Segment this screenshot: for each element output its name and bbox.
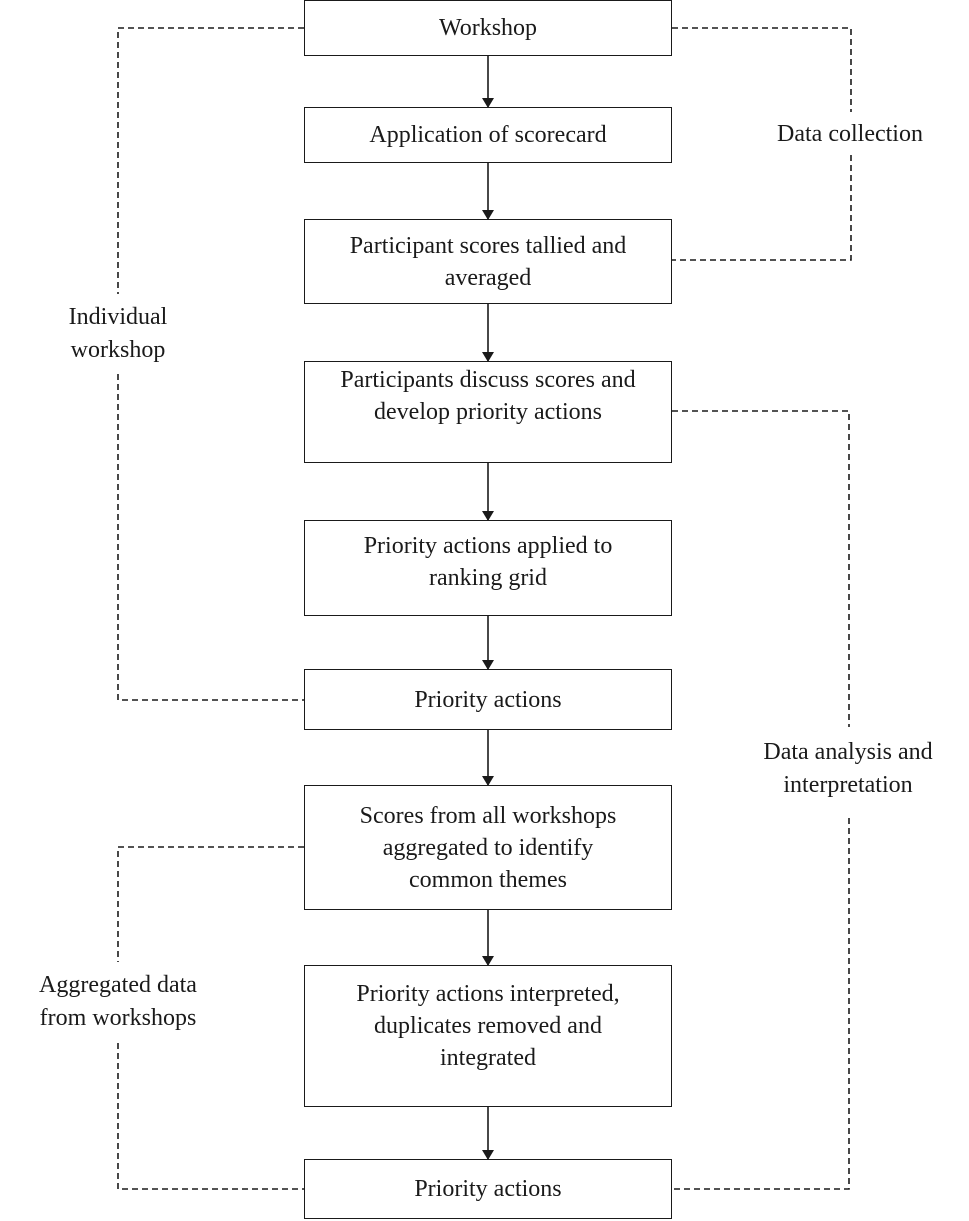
step-aggregated-line-3: common themes (409, 866, 567, 893)
step-interpreted-line-2: duplicates removed and (374, 1013, 602, 1039)
step-discuss-line-2: develop priority actions (374, 399, 602, 425)
step-tallied-line-1: Participant scores tallied and (349, 232, 627, 259)
step-application-text: Application of scorecard (369, 122, 607, 148)
bracket-individual-workshop-bottom (117, 374, 304, 701)
step-aggregated-line-1: Scores from all workshops (359, 802, 617, 829)
label-data-analysis-line-1: Data analysis and (763, 739, 933, 765)
bracket-data-analysis-bottom (672, 818, 850, 1190)
label-data-collection-line-1: Data collection (777, 121, 923, 147)
step-workshop: Workshop (304, 0, 672, 56)
bracket-data-analysis-top (672, 410, 850, 727)
step-scores-aggregated: Scores from all workshops aggregated to … (304, 785, 672, 910)
step-discuss-text: Participants discuss scores and develop … (330, 364, 645, 428)
label-individual-workshop: Individual workshop (48, 301, 188, 367)
step-workshop-text: Workshop (438, 15, 538, 41)
step-ranking-line-1: Priority actions applied to (363, 533, 613, 559)
step-interpreted-line-1: Priority actions interpreted, (356, 981, 620, 1007)
step-priority-actions-individual: Priority actions (304, 669, 672, 730)
bracket-individual-workshop-top (117, 27, 304, 294)
bracket-data-collection-bottom (672, 155, 852, 261)
label-individual-line-2: workshop (70, 337, 166, 363)
step-actions-interpreted: Priority actions interpreted, duplicates… (304, 965, 672, 1107)
step-interpreted-text: Priority actions interpreted, duplicates… (346, 978, 629, 1074)
step-application-of-scorecard: Application of scorecard (304, 107, 672, 163)
label-data-collection: Data collection (770, 118, 930, 151)
label-data-analysis-line-2: interpretation (783, 772, 913, 798)
step-priority-actions-final: Priority actions (304, 1159, 672, 1219)
step-ranking-text: Priority actions applied to ranking grid (354, 530, 623, 594)
step-interpreted-line-3: integrated (440, 1045, 536, 1071)
step-tallied-line-2: averaged (444, 264, 532, 291)
step-aggregated-text: Scores from all workshops aggregated to … (350, 800, 627, 896)
step-tallied-text: Participant scores tallied and averaged (340, 230, 637, 294)
label-aggregated-line-1: Aggregated data (39, 972, 197, 998)
step-aggregated-line-2: aggregated to identify (382, 834, 594, 861)
step-priority1-text: Priority actions (414, 686, 562, 713)
bracket-data-collection-top (672, 27, 852, 112)
step-ranking-grid: Priority actions applied to ranking grid (304, 520, 672, 616)
bracket-aggregated-data-top (117, 846, 304, 962)
step-scores-tallied: Participant scores tallied and averaged (304, 219, 672, 304)
label-aggregated-line-2: from workshops (39, 1005, 197, 1031)
step-discuss-line-1: Participants discuss scores and (340, 367, 636, 393)
step-priority2-text: Priority actions (414, 1176, 562, 1202)
bracket-aggregated-data-bottom (117, 1043, 304, 1190)
step-discuss-scores: Participants discuss scores and develop … (304, 361, 672, 463)
label-data-analysis: Data analysis and interpretation (748, 736, 948, 802)
label-individual-line-1: Individual (68, 304, 168, 330)
step-ranking-line-2: ranking grid (429, 565, 547, 591)
label-aggregated-data: Aggregated data from workshops (20, 969, 216, 1035)
